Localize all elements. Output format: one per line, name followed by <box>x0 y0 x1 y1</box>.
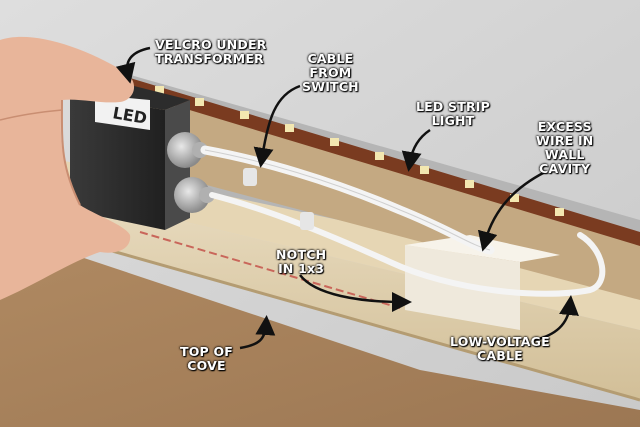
label-top-of-cove: TOP OF COVE <box>180 344 234 373</box>
label-notch: NOTCH IN 1x3 <box>276 247 327 276</box>
label-velcro: VELCRO UNDER TRANSFORMER <box>155 37 267 66</box>
label-excess-wire: EXCESS WIRE IN WALL CAVITY <box>536 119 594 176</box>
label-led-strip: LED STRIP LIGHT <box>416 99 490 128</box>
label-low-voltage: LOW-VOLTAGE CABLE <box>450 334 550 363</box>
label-cable-from-switch: CABLE FROM SWITCH <box>302 51 359 94</box>
